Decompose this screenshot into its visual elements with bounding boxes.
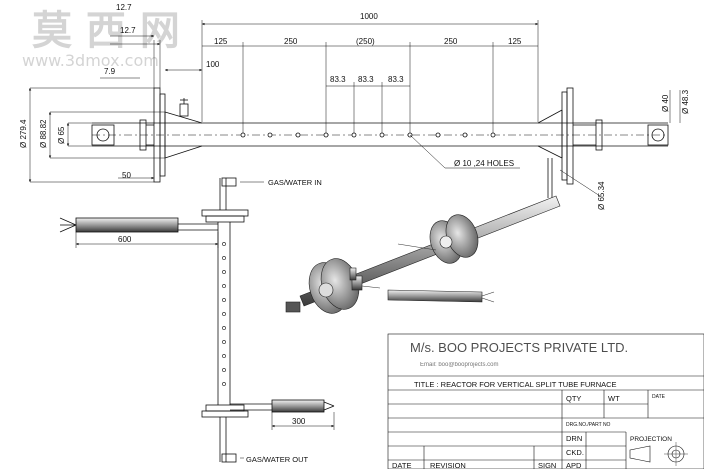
label-gas-water-in: GAS/WATER IN: [268, 178, 322, 187]
apd-label: APD: [566, 461, 582, 469]
dim-250a: 250: [284, 37, 298, 46]
dim-holes: Ø 10 ,24 HOLES: [454, 159, 514, 168]
watermark-url: www.3dmox.com: [22, 51, 159, 70]
dim-12-7b: 12.7: [120, 26, 136, 35]
dim-125b: 125: [508, 37, 522, 46]
title-block: [387, 333, 704, 469]
dim-83-3c: 83.3: [388, 75, 404, 84]
isometric-view: [285, 195, 561, 314]
dim-83-3a: 83.3: [330, 75, 346, 84]
dim-300: 300: [292, 417, 306, 426]
dim-88-82: Ø 88.82: [39, 119, 48, 148]
ckd-label: CKD.: [566, 448, 584, 457]
dim-50: 50: [122, 171, 131, 180]
dim-250c: 250: [444, 37, 458, 46]
company-email: Email: boo@booprojects.com: [420, 362, 498, 368]
dimension-lines: [28, 20, 681, 197]
projection-label: PROJECTION: [630, 436, 672, 443]
watermark-cn: 莫 西 网: [32, 8, 180, 54]
drg-no-label: DRG.NO./PART NO: [566, 422, 611, 428]
dim-7-9: 7.9: [104, 67, 116, 76]
label-gas-water-out: GAS/WATER OUT: [246, 455, 309, 464]
dim-279-4: Ø 279.4: [19, 119, 28, 148]
dim-overall: 1000: [360, 12, 378, 21]
dim-125a: 125: [214, 37, 228, 46]
dim-40: Ø 40: [661, 94, 670, 112]
revision-date-label: DATE: [392, 461, 411, 469]
dim-65: Ø 65: [57, 126, 66, 144]
dim-83-3b: 83.3: [358, 75, 374, 84]
dim-250b: (250): [356, 37, 375, 46]
drawing-title: TITLE : REACTOR FOR VERTICAL SPLIT TUBE …: [414, 380, 617, 389]
wt-label: WT: [608, 394, 620, 403]
watermark: 莫 西 网 www.3dmox.com: [22, 8, 180, 70]
tube-holes: [240, 132, 496, 138]
dim-600: 600: [118, 235, 132, 244]
vertical-tube-holes: [222, 242, 226, 386]
dim-65-34: Ø 65.34: [597, 181, 606, 210]
revision-label: REVISION: [430, 461, 466, 469]
vertical-assembly-view: [59, 177, 335, 463]
dim-48-3: Ø 48.3: [681, 89, 690, 114]
dim-12-7a: 12.7: [116, 3, 132, 12]
sign-label: SIGN: [538, 461, 556, 469]
date-label: DATE: [652, 394, 666, 400]
qty-label: QTY: [566, 394, 581, 403]
vertical-assembly-dims: [75, 181, 335, 459]
vertical-assembly-texts: 600 300 GAS/WATER IN GAS/WATER OUT: [118, 178, 322, 464]
drn-label: DRN: [566, 434, 582, 443]
title-block-texts: M/s. BOO PROJECTS PRIVATE LTD. Email: bo…: [392, 340, 672, 469]
dimension-texts: 1000 125 250 (250) 250 125 100 12.7 12.7…: [19, 3, 690, 210]
company-name: M/s. BOO PROJECTS PRIVATE LTD.: [410, 340, 628, 355]
dim-100: 100: [206, 60, 220, 69]
top-elevation-view: [91, 87, 669, 198]
